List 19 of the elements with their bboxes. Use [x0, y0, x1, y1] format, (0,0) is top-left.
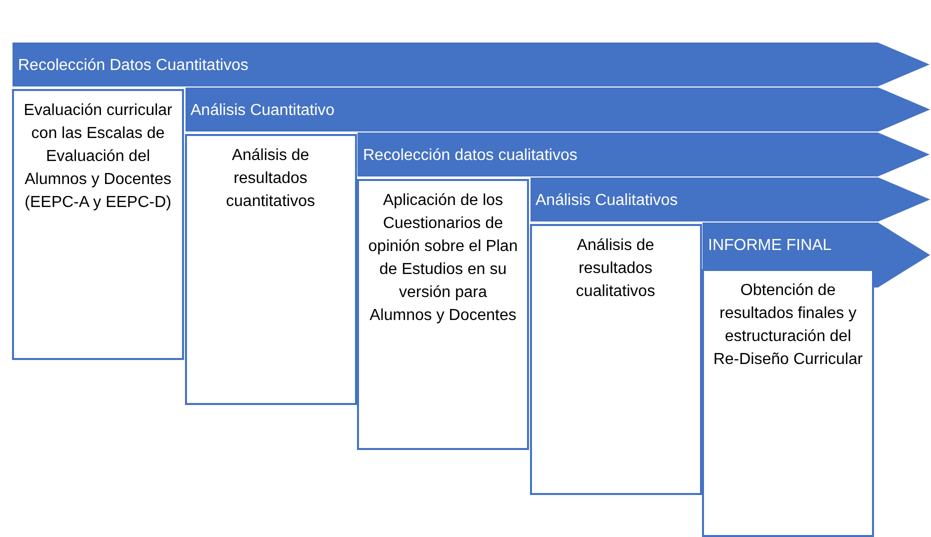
band-title: INFORME FINAL [708, 236, 832, 256]
box-text: Análisis de resultados cuantitativos [225, 146, 316, 212]
arrow-band [530, 177, 931, 222]
text-box [184, 134, 356, 405]
band-title: Recolección datos cualitativos [363, 146, 578, 166]
band-title: Recolección Datos Cuantitativos [18, 56, 248, 76]
box-text: Análisis de resultados cualitativos [574, 236, 656, 302]
text-box [357, 179, 529, 450]
text-box [12, 89, 184, 360]
text-box [702, 269, 874, 537]
band-title: Análisis Cuantitativo [190, 101, 335, 121]
arrow-band [184, 87, 931, 132]
text-box [530, 224, 702, 495]
box-text: Obtención de resultados finales y estructuración del Re-Diseño Curricular [712, 281, 864, 370]
box-text: Evaluación curricular con las Escalas de Evaluación del Alumnos y Docentes (EEPC-A y EEPC-D) [22, 101, 174, 213]
box-text: Aplicación de los Cuestionarios de opinión sobre el Plan de Estudios en su versión para Alumnos y Docentes [367, 191, 519, 326]
arrow-band [357, 132, 931, 177]
band-title: Análisis Cualitativos [536, 191, 678, 211]
arrow-band [12, 42, 931, 87]
